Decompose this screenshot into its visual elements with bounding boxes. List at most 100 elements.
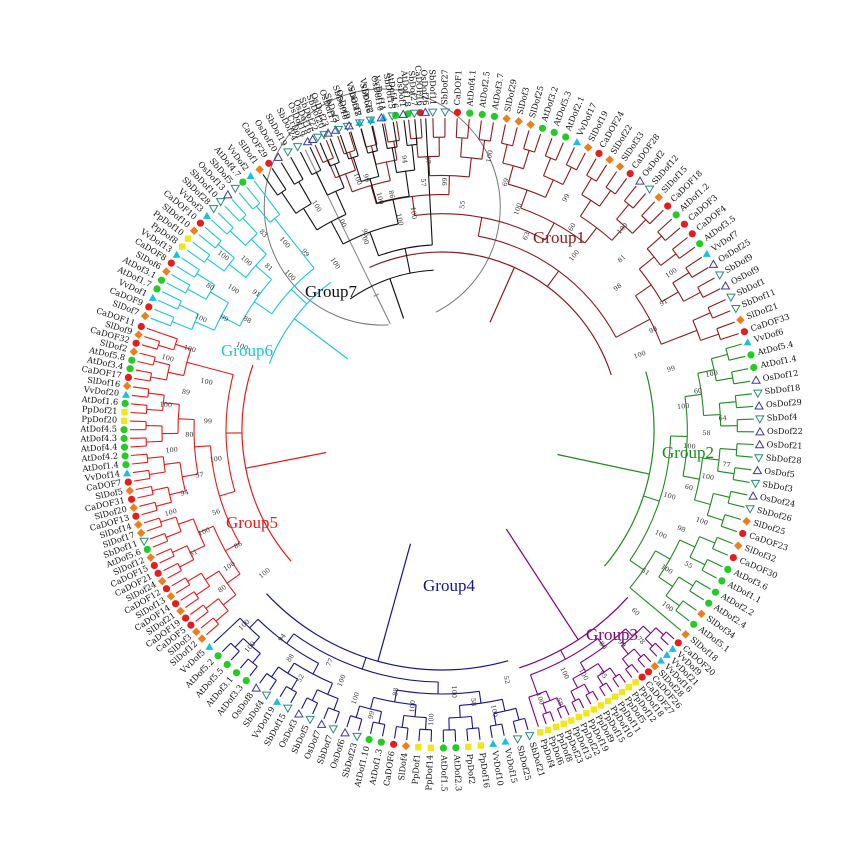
branch: [478, 727, 481, 740]
bootstrap-value: 57: [419, 178, 428, 187]
branch-arc: [490, 723, 502, 727]
root-arc: [263, 88, 501, 326]
branch: [369, 697, 375, 710]
branch: [239, 658, 249, 669]
sb-marker-icon: [726, 293, 736, 303]
branch: [560, 649, 566, 660]
branch: [251, 636, 261, 647]
branch-arc: [417, 155, 440, 158]
branch: [393, 141, 398, 161]
bootstrap-value: 100: [701, 472, 715, 482]
branch: [369, 231, 380, 256]
sl-marker-icon: [166, 592, 176, 601]
branch: [713, 492, 730, 498]
pp-marker-icon: [632, 679, 639, 686]
os-marker-icon: [302, 136, 313, 146]
branch: [334, 711, 340, 724]
ca-marker-icon: [638, 673, 646, 681]
bootstrap-value: 100: [489, 704, 499, 718]
branch: [175, 584, 190, 594]
group6-stem: [293, 318, 349, 360]
branch: [531, 706, 536, 718]
sl-marker-icon: [514, 117, 523, 126]
branch-arc: [718, 403, 722, 426]
bootstrap-value: 88: [391, 687, 400, 696]
branch: [312, 702, 319, 715]
ca-marker-icon: [680, 220, 689, 228]
branch: [225, 542, 240, 552]
branch: [717, 470, 735, 475]
branch-arc: [202, 604, 209, 612]
bootstrap-value: 78: [635, 634, 646, 646]
sb-marker-icon: [354, 119, 365, 128]
branch: [153, 360, 170, 366]
at-marker-icon: [128, 356, 136, 364]
bootstrap-value: 58: [702, 429, 710, 437]
pp-marker-icon: [427, 744, 435, 751]
branch: [727, 502, 745, 508]
branch: [724, 514, 742, 521]
branch-arc: [621, 625, 644, 647]
branch: [171, 577, 186, 587]
ca-marker-icon: [729, 554, 737, 562]
branch: [581, 177, 592, 195]
branch: [545, 690, 551, 701]
branch: [171, 321, 193, 331]
branch: [629, 559, 644, 571]
branch: [176, 265, 195, 278]
leaf-label: OsDof26: [419, 69, 431, 105]
branch: [311, 689, 318, 701]
sl-marker-icon: [255, 165, 264, 174]
branch: [198, 234, 216, 249]
branch: [685, 256, 703, 269]
branch: [679, 539, 696, 548]
pp-marker-icon: [537, 729, 544, 736]
branch: [242, 217, 258, 234]
branch: [691, 267, 709, 278]
branch: [164, 461, 181, 465]
branch: [337, 135, 345, 155]
bootstrap-value: 100: [654, 528, 669, 541]
leaf-label: AtDof1.6: [80, 394, 118, 407]
leaf-label: CaDOF1: [452, 70, 464, 106]
branch-arc: [149, 372, 153, 382]
ca-marker-icon: [124, 478, 132, 486]
bootstrap-value: 51: [640, 566, 651, 577]
branch: [215, 610, 229, 622]
branch: [611, 225, 626, 241]
bootstrap-value: 99: [441, 177, 449, 185]
leaf-label: AtDof1.5: [439, 754, 449, 792]
os-marker-icon: [251, 683, 262, 692]
branch: [137, 360, 154, 366]
sl-marker-icon: [129, 347, 139, 356]
at-marker-icon: [696, 240, 704, 248]
branch: [719, 401, 737, 404]
leaf-label: OsDof12: [762, 368, 799, 383]
os-marker-icon: [323, 128, 333, 137]
at-marker-icon: [121, 452, 129, 460]
branch: [667, 619, 682, 631]
branch: [592, 691, 599, 701]
branch: [638, 256, 655, 270]
bootstrap-value: 60: [567, 221, 578, 232]
bootstrap-value: 100: [336, 214, 349, 229]
group4-label: Group4: [423, 576, 475, 595]
branch: [721, 525, 738, 533]
branch: [146, 525, 163, 532]
group2-stem: [557, 453, 650, 475]
branch-arc: [570, 683, 585, 692]
branch: [234, 638, 244, 648]
os-marker-icon: [752, 465, 763, 475]
branch: [701, 569, 717, 579]
branch: [134, 477, 151, 482]
branch: [219, 490, 236, 497]
leaf-markers: [120, 107, 765, 752]
sb-marker-icon: [328, 725, 339, 734]
bootstrap-value: 100: [567, 248, 581, 263]
bootstrap-value: 94: [180, 488, 190, 498]
branch: [204, 226, 222, 242]
branch-arc: [566, 164, 577, 171]
sl-marker-icon: [146, 553, 155, 562]
branch-arc: [706, 493, 714, 516]
branch: [544, 137, 553, 157]
